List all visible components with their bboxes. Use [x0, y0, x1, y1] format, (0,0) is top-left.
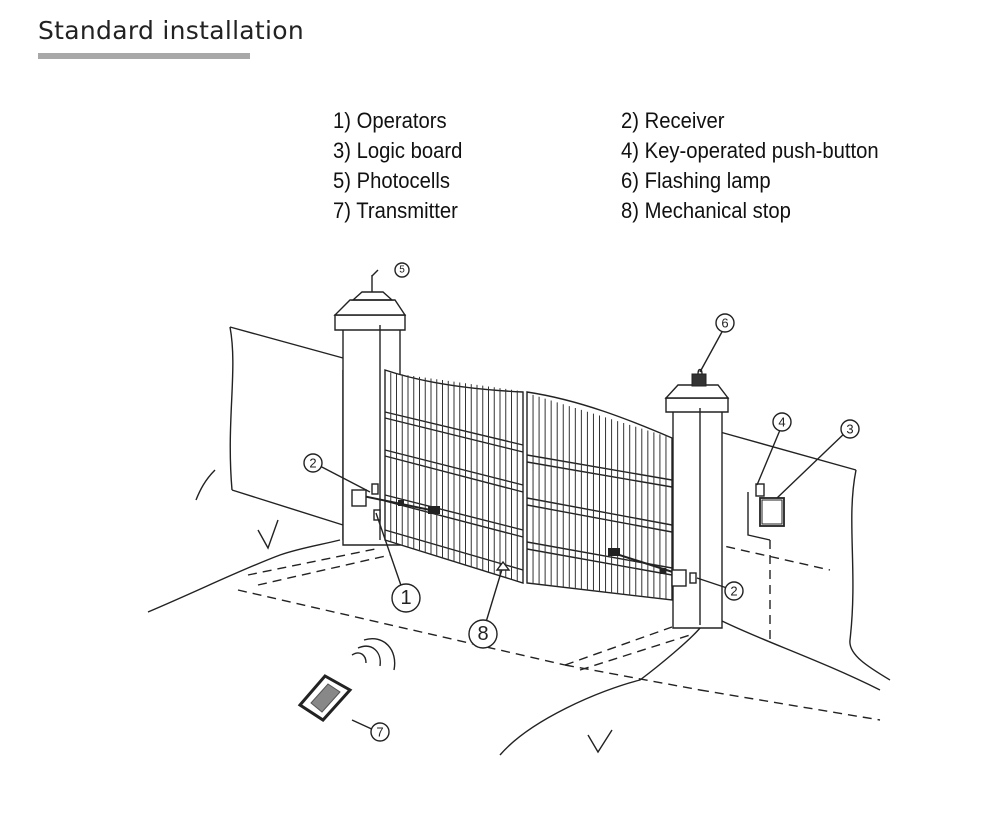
callout-7-label: 7	[376, 725, 383, 740]
left-wall	[195, 326, 344, 540]
signal-waves	[351, 638, 396, 671]
callout-1-label: 1	[400, 587, 411, 609]
callout-7: 7	[370, 722, 390, 742]
legend-item-photocells: 5) Photocells	[333, 168, 451, 193]
right-pillar	[664, 384, 730, 629]
callout-1: 1	[391, 583, 421, 613]
title-underline	[38, 53, 250, 59]
page-title: Standard installation	[38, 16, 305, 45]
legend-item-operators: 1) Operators	[333, 108, 447, 133]
callout-8: 8	[468, 619, 498, 649]
callout-2-left-label: 2	[309, 456, 316, 471]
mechanical-stop	[495, 560, 511, 571]
transmitter	[297, 674, 353, 722]
callout-2-right-label: 2	[730, 584, 737, 599]
legend-item-flashing-lamp: 6) Flashing lamp	[621, 168, 771, 193]
gate-bars	[390, 372, 667, 600]
legend-item-key-push-button: 4) Key-operated push-button	[621, 138, 879, 163]
left-operator	[351, 489, 441, 514]
legend-item-logic-board: 3) Logic board	[333, 138, 463, 163]
callout-3: 3	[840, 419, 860, 439]
right-photocell	[689, 572, 697, 584]
legend-item-mechanical-stop: 8) Mechanical stop	[621, 198, 791, 223]
flashing-lamp	[691, 368, 707, 387]
legend-item-receiver: 2) Receiver	[621, 108, 725, 133]
callout-4-label: 4	[778, 415, 785, 430]
callout-2-left: 2	[303, 453, 323, 473]
legend-item-transmitter: 7) Transmitter	[333, 198, 458, 223]
logic-board-box	[759, 497, 785, 527]
callout-3-label: 3	[846, 422, 853, 437]
ground-lines	[147, 519, 881, 756]
callout-8-label: 8	[477, 623, 488, 645]
callout-6-label: 6	[721, 316, 728, 331]
legend-right-column: 2) Receiver 4) Key-operated push-button …	[621, 106, 879, 226]
callout-4: 4	[772, 412, 792, 432]
callout-5-label: 5	[399, 265, 405, 276]
callout-6: 6	[715, 313, 735, 333]
right-wall	[696, 431, 891, 691]
callout-2-right: 2	[724, 581, 744, 601]
right-operator	[608, 548, 687, 587]
callout-5: 5	[394, 262, 410, 278]
key-push-button	[747, 483, 771, 541]
legend-left-column: 1) Operators 3) Logic board 5) Photocell…	[333, 106, 462, 226]
